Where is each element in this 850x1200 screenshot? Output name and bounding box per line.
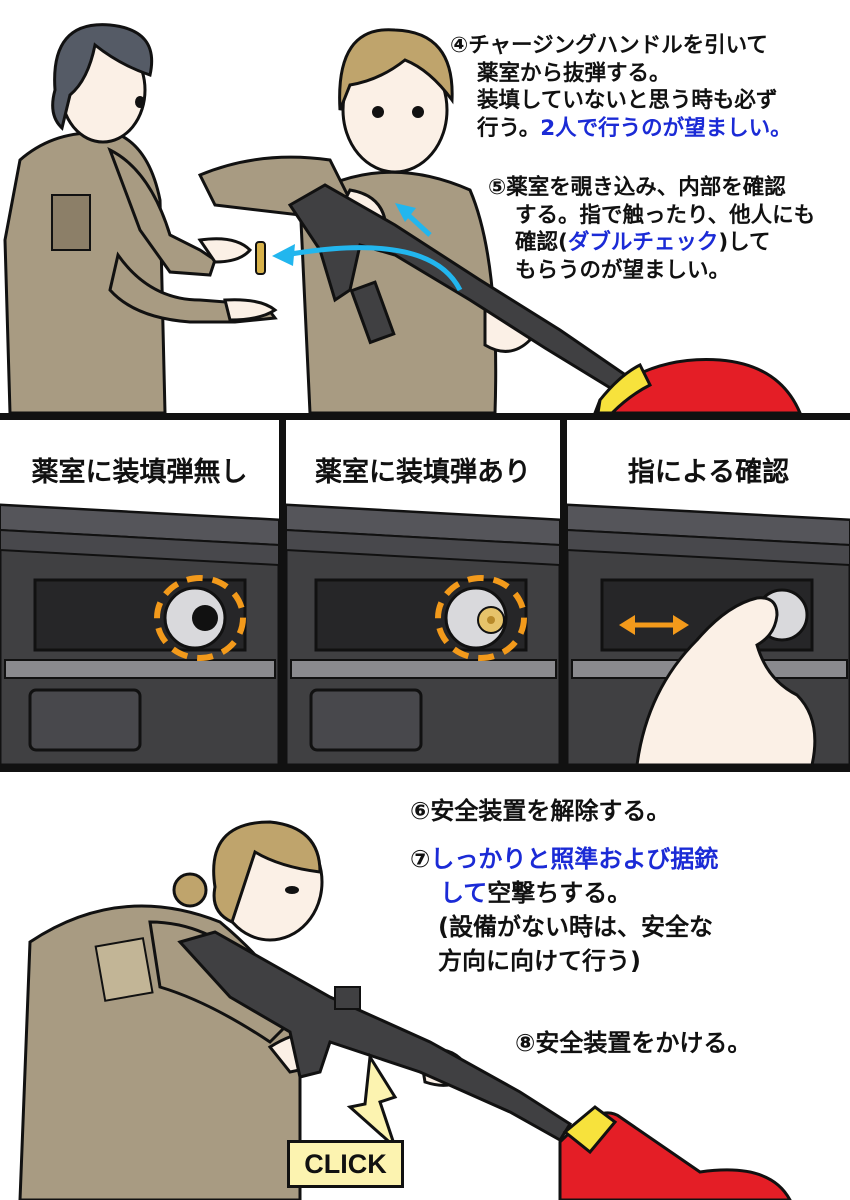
chamber-empty-illustration xyxy=(0,503,279,765)
step8-text: ⑧安全装置をかける。 xyxy=(515,1029,752,1057)
panel-bottom: CLICK ⑥安全装置を解除する。 ⑦しっかりと照準および据銃 して空撃ちする。… xyxy=(0,772,850,1200)
panel-finger-check: 指による確認 xyxy=(567,420,850,765)
panel-label-loaded: 薬室に装填弾あり xyxy=(315,457,531,488)
chamber-loaded-illustration xyxy=(286,503,560,765)
step7-line3: (設備がない時は、安全な xyxy=(438,913,713,942)
bottom-illustration xyxy=(18,820,792,1200)
divider-horizontal-bottom xyxy=(0,765,850,772)
step5-line3-blue: ダブルチェック xyxy=(567,230,719,256)
step4-line1: チャージングハンドルを引いて xyxy=(468,33,768,58)
soldier-left xyxy=(3,23,278,413)
step4-line2: 薬室から抜弾する。 xyxy=(477,60,671,86)
step7-text: ⑦しっかりと照準および据銃 して空撃ちする。 (設備がない時は、安全な 方向に向… xyxy=(410,842,718,978)
step4-line4-blue: 2人で行うのが望ましい。 xyxy=(540,115,792,141)
step5-number: ⑤ xyxy=(488,175,507,200)
step5-line2: する。指で触ったり、他人にも xyxy=(515,202,816,228)
divider-vertical-1 xyxy=(279,413,286,772)
step5-line3-plain: 確認( xyxy=(515,230,568,256)
panel-top: ④チャージングハンドルを引いて 薬室から抜弾する。 装填していないと思う時も必ず… xyxy=(0,0,850,413)
panel-label-finger: 指による確認 xyxy=(627,457,790,488)
step7-number: ⑦ xyxy=(410,845,431,873)
panel-chamber-loaded: 薬室に装填弾あり xyxy=(286,420,560,765)
step7-line1: しっかりと照準および据銃 xyxy=(430,845,719,873)
step4-line4-plain: 行う。 xyxy=(477,115,541,141)
panel-chamber-empty: 薬室に装填弾無し xyxy=(0,420,279,765)
finger-check-illustration xyxy=(567,503,850,765)
step7-line2-blue: して xyxy=(440,879,488,908)
step5-line3-end: )して xyxy=(718,230,771,256)
step5-line1: 薬室を覗き込み、内部を確認 xyxy=(506,175,786,200)
step4-text: ④チャージングハンドルを引いて 薬室から抜弾する。 装填していないと思う時も必ず… xyxy=(450,32,792,142)
click-pointer xyxy=(346,1052,399,1152)
step4-line3: 装填していないと思う時も必ず xyxy=(477,88,778,114)
step7-line4: 方向に向けて行う) xyxy=(438,947,641,976)
step6-text: ⑥安全装置を解除する。 xyxy=(410,797,671,825)
step4-number: ④ xyxy=(450,33,469,58)
divider-vertical-2 xyxy=(560,413,567,772)
click-sound-text: CLICK xyxy=(304,1149,387,1179)
chamber-arrow xyxy=(284,245,463,292)
step5-line4: もらうのが望ましい。 xyxy=(515,257,731,283)
step7-line2-plain: 空撃ちする。 xyxy=(487,879,632,908)
panel-label-empty: 薬室に装填弾無し xyxy=(31,457,248,488)
click-sound-box: CLICK xyxy=(287,1140,404,1188)
rifle-bottom xyxy=(177,930,573,1143)
highlight-circle-loaded xyxy=(435,575,527,661)
top-illustration xyxy=(3,23,802,413)
rifle-top xyxy=(287,183,643,403)
divider-horizontal-top xyxy=(0,413,850,420)
ejected-cartridge xyxy=(255,241,266,275)
highlight-circle-empty xyxy=(154,575,246,661)
finger xyxy=(635,596,817,765)
step5-text: ⑤薬室を覗き込み、内部を確認 する。指で触ったり、他人にも 確認(ダブルチェック… xyxy=(488,174,815,284)
